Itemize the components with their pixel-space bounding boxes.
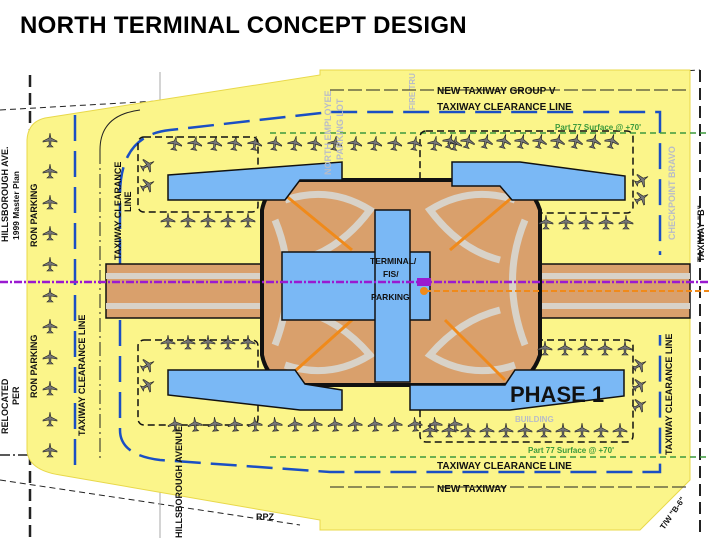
taxiway-lines (99, 89, 690, 488)
concourses (167, 161, 626, 411)
label-relocated: RELOCATED (0, 378, 10, 434)
concourse-northeast (451, 161, 626, 201)
connector-bridges (283, 193, 516, 382)
label-fire-truck: FIRE TRU (408, 73, 417, 110)
concourse-southeast (409, 369, 625, 411)
label-1999-master-plan: 1999 Master Plan (11, 171, 21, 240)
label-fis: FIS/ (383, 269, 399, 279)
label-taxiway-clearance-line-bottom: TAXIWAY CLEARANCE LINE (437, 461, 572, 472)
label-phase-1: PHASE 1 (510, 382, 604, 407)
label-part77-top: Part 77 Surface @ +70' (555, 123, 641, 132)
label-new-taxiway: NEW TAXIWAY (437, 484, 507, 495)
label-taxiway-clearance-line-right: TAXIWAY CLEARANCE LINE (664, 334, 674, 455)
label-ron-parking-bottom: RON PARKING (29, 335, 39, 398)
label-per: PER (11, 386, 21, 405)
label-hillsborough-ave: HILLSBOROUGH AVE. (0, 146, 10, 242)
label-parking-lot: PARKING LOT (335, 98, 345, 160)
label-taxiway-clearance-line-top: TAXIWAY CLEARANCE LINE (437, 102, 572, 113)
label-taxiway-b: TAXIWAY "B" (696, 205, 706, 262)
label-line: LINE (123, 191, 133, 212)
label-checkpoint-bravo: CHECKPOINT BRAVO (667, 146, 677, 240)
label-parking: PARKING (371, 292, 410, 302)
part-77-surface-lines (270, 132, 709, 458)
label-taxiway-clearance: TAXIWAY CLEARANCE (113, 162, 123, 260)
orange-marker (420, 287, 428, 295)
page-title: NORTH TERMINAL CONCEPT DESIGN (20, 12, 467, 39)
label-terminal: TERMINAL/ (370, 256, 417, 266)
concourse-southwest (167, 369, 343, 411)
label-rpz: RPZ (256, 512, 275, 522)
label-taxiway-clearance-line-left: TAXIWAY CLEARANCE LINE (77, 315, 87, 436)
label-ron-parking-top: RON PARKING (29, 184, 39, 247)
label-building: BUILDING (515, 415, 554, 424)
label-hillsborough-avenue: HILLSBOROUGH AVENUE (174, 426, 184, 538)
station-marker (417, 278, 431, 286)
label-north-employee: NORTH EMPLOYEE (323, 90, 333, 175)
terminal-spine (374, 209, 411, 383)
label-part77-bottom: Part 77 Surface @ +70' (528, 446, 614, 455)
roadway-loops (271, 190, 529, 375)
concourse-northwest (167, 161, 343, 201)
label-new-taxiway-group-v: NEW TAXIWAY GROUP V (437, 86, 556, 97)
